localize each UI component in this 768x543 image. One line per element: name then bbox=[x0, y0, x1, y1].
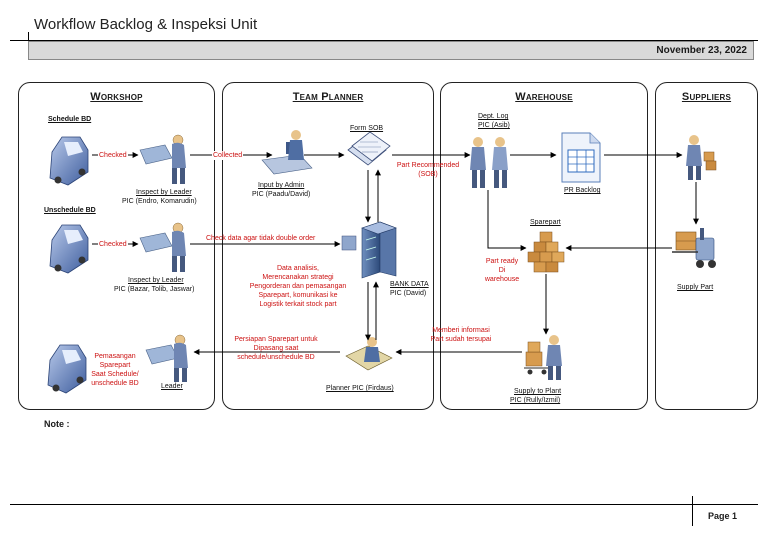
label-prepare-note: Persiapan Sparepart untuk Dipasang saat … bbox=[234, 336, 318, 361]
label-part-recommended: Part Recommended (SOB) bbox=[396, 162, 460, 178]
label-check-note: Check data agar tidak double order bbox=[206, 235, 316, 242]
date-bar: November 23, 2022 bbox=[28, 41, 754, 60]
label-analysis-note: Data analisis, Merencanakan strategi Pen… bbox=[249, 265, 347, 308]
label-inspect-leader-1: Inspect by Leader bbox=[136, 189, 192, 196]
lane-title-team-planner: Team Planner bbox=[292, 91, 364, 103]
label-form-sob: Form SOB bbox=[350, 125, 384, 132]
label-leader: Leader bbox=[161, 383, 183, 390]
document-title: Workflow Backlog & Inspeksi Unit bbox=[34, 16, 258, 33]
label-inform-note: Memberi informasi Part sudah tersupai bbox=[430, 327, 492, 343]
footer-rule bbox=[10, 504, 758, 505]
lane-title-workshop: Workshop bbox=[90, 91, 143, 103]
page-number: Page 1 bbox=[708, 511, 738, 521]
label-pr-backlog: PR Backlog bbox=[564, 187, 601, 194]
label-install-note: Pemasangan Sparepart Saat Schedule/ unsc… bbox=[91, 353, 139, 387]
label-checked-schedule: Checked bbox=[98, 151, 128, 160]
label-sparepart: Sparepart bbox=[530, 219, 561, 226]
label-collected: Collected bbox=[212, 151, 244, 160]
label-inspect-pic-2: PIC (Bazar, Tolib, Jaswar) bbox=[114, 286, 195, 293]
forklift-icon bbox=[672, 228, 716, 268]
leader-icon bbox=[145, 334, 188, 382]
supplier-person-icon bbox=[686, 135, 717, 180]
sparepart-boxes-icon bbox=[527, 231, 565, 273]
label-dept-log: Dept. Log bbox=[478, 113, 509, 120]
form-sob-icon bbox=[347, 131, 391, 166]
label-planner-pic: Planner PIC (Firdaus) bbox=[326, 385, 394, 392]
label-checked-unschedule: Checked bbox=[98, 240, 128, 249]
bank-data-server-icon bbox=[341, 221, 397, 279]
label-inspect-pic-1: PIC (Endro, Komarudin) bbox=[122, 198, 197, 205]
label-bank-pic: PIC (David) bbox=[390, 290, 427, 297]
inspector-icon-unschedule bbox=[139, 222, 186, 272]
label-inspect-leader-2: Inspect by Leader bbox=[128, 277, 184, 284]
inspector-icon-schedule bbox=[139, 134, 186, 184]
label-bank-data: BANK DATA bbox=[390, 281, 429, 288]
label-unschedule-bd: Unschedule BD bbox=[44, 207, 96, 214]
dept-log-people-icon bbox=[470, 137, 508, 188]
title-rule bbox=[10, 40, 758, 41]
supply-worker-icon bbox=[524, 335, 562, 380]
label-supply-plant: Supply to Plant bbox=[514, 388, 562, 395]
vehicle-icon-schedule bbox=[49, 136, 89, 186]
planner-desk-icon bbox=[345, 337, 393, 371]
vehicle-icon-installed bbox=[47, 344, 87, 394]
lane-title-warehouse: Warehouse bbox=[515, 91, 573, 103]
label-input-admin: Input by Admin bbox=[258, 182, 305, 189]
pr-backlog-document-icon bbox=[561, 132, 601, 183]
document-date: November 23, 2022 bbox=[656, 45, 747, 56]
vehicle-icon-unschedule bbox=[49, 224, 89, 274]
lane-title-suppliers: Suppliers bbox=[681, 91, 732, 103]
arrow-dept-to-sparepart bbox=[487, 190, 527, 251]
label-supply-part: Supply Part bbox=[677, 284, 714, 291]
note-label: Note : bbox=[44, 419, 70, 429]
label-supply-pic: PIC (Rully/Izmil) bbox=[510, 397, 561, 404]
label-input-pic: PIC (Paadu/David) bbox=[252, 191, 311, 198]
label-schedule-bd: Schedule BD bbox=[48, 116, 92, 123]
footer-divider-tick bbox=[692, 496, 693, 526]
admin-desk-icon bbox=[261, 130, 313, 175]
label-dept-pic: PIC (Asib) bbox=[478, 122, 510, 129]
lane-warehouse: Warehouse bbox=[440, 82, 648, 410]
label-part-ready: Part ready Di warehouse bbox=[484, 258, 520, 283]
lane-team-planner: Team Planner bbox=[222, 82, 434, 410]
